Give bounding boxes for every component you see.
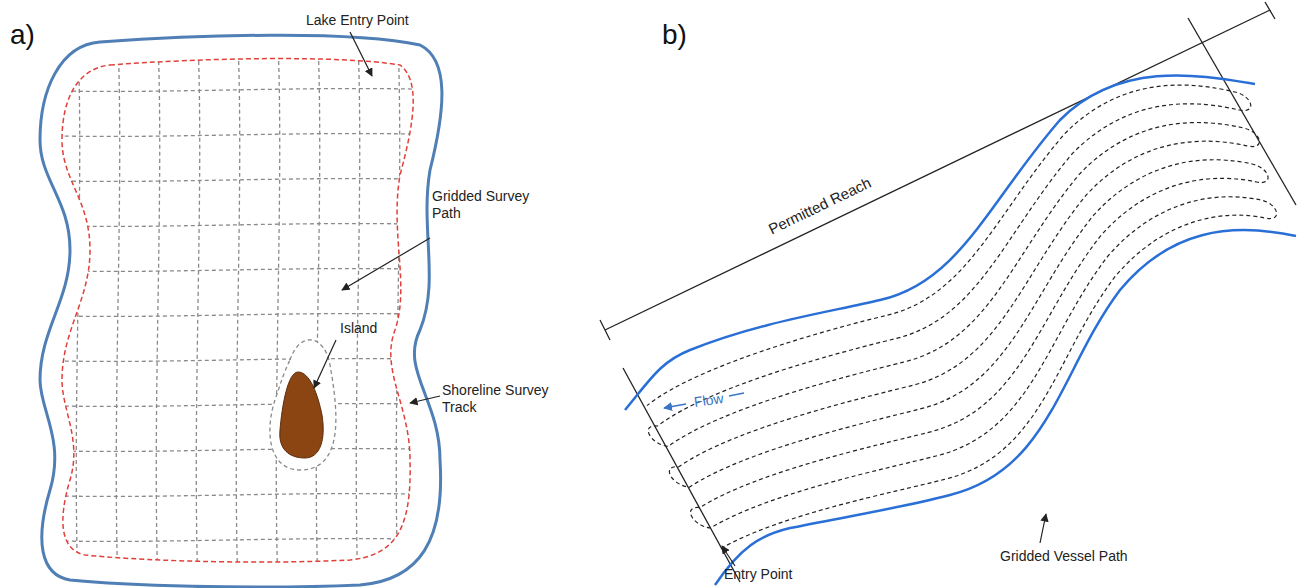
vessel-path — [647, 85, 1277, 548]
dimension-line — [605, 10, 1270, 330]
callout-label: Gridded Vessel Path — [1000, 548, 1128, 565]
callout-label: Entry Point — [724, 566, 792, 583]
leader-line — [350, 32, 372, 76]
panel-letter: a) — [10, 18, 35, 52]
callout-label: Lake Entry Point — [306, 12, 409, 29]
leader-line — [722, 546, 735, 566]
flow-arrow — [664, 404, 686, 408]
shoreline-track — [62, 59, 413, 562]
survey-grid — [30, 40, 450, 588]
flow-dash — [729, 393, 744, 396]
leader-line — [410, 396, 440, 403]
island — [280, 372, 323, 458]
reach-boundary — [1188, 18, 1296, 205]
river-bank — [715, 230, 1296, 585]
leader-line — [314, 340, 336, 388]
callout-label: Island — [340, 320, 377, 337]
dimension-tick — [1265, 2, 1275, 19]
river-bank — [625, 75, 1255, 410]
reach-boundary — [623, 368, 740, 582]
island-loop — [270, 340, 336, 470]
leader-line — [342, 238, 430, 290]
callout-label: Gridded Survey Path — [432, 188, 532, 222]
dimension-tick — [600, 320, 610, 340]
dimension-label: Permitted Reach — [766, 174, 874, 239]
panel-letter: b) — [662, 18, 687, 52]
callout-label: Shoreline Survey Track — [442, 382, 552, 416]
leader-line — [1040, 514, 1046, 543]
flow-label: Flow — [693, 390, 725, 411]
lake-shoreline — [40, 35, 442, 587]
